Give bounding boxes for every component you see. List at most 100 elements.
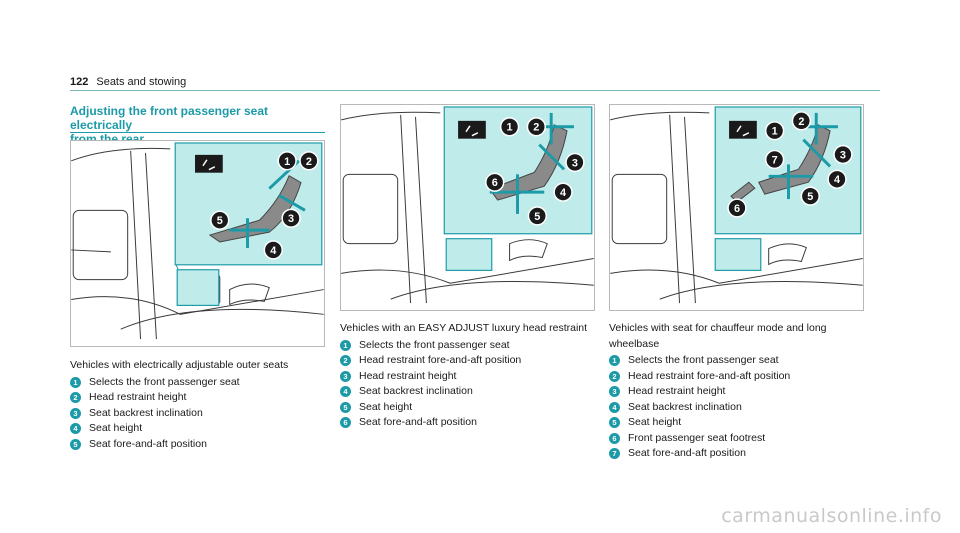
figure-callout-label: 7 [772,154,778,166]
callout-number-badge: 1 [70,376,81,388]
callout-number-badge: 7 [609,448,620,460]
callout-number-badge: 2 [340,355,351,367]
figure-callout: 3 [833,144,853,165]
legend-item-text: Seat fore-and-aft position [89,437,207,450]
header-divider [70,90,880,91]
figure-callout-label: 2 [306,156,312,168]
legend-item: 6 Seat fore-and-aft position [340,415,600,431]
figure-callout: 5 [210,210,230,230]
legend-item-text: Seat height [89,422,143,434]
legend-item-text: Seat height [628,416,682,428]
figure-callout-label: 3 [572,157,578,169]
callout-number-badge: 6 [609,432,620,444]
figure-callout-label: 5 [534,211,540,223]
caption-lead-continued: wheelbase [609,337,660,350]
legend-item-text: Seat backrest inclination [359,385,473,397]
figure-callout: 3 [281,208,301,228]
legend-item-text: Head restraint fore-and-aft position [359,354,522,366]
legend-item: 6 Front passenger seat footrest [609,431,869,447]
callout-number-badge: 5 [340,401,351,413]
legend-item-text: Selects the front passenger seat [89,375,240,388]
legend-item: 5 Seat fore-and-aft position [70,437,330,453]
figure-callout-label: 5 [807,191,813,203]
legend-item-text: Selects the front passenger seat [359,338,510,351]
section-title-line-1: Adjusting the front passenger seat elect… [70,104,269,132]
legend-item-text: Seat backrest inclination [628,400,742,413]
legend-item: 4 Seat backrest inclination [340,384,600,400]
figure-callout-label: 4 [270,245,276,257]
legend-item: 1 Selects the front passenger seat [70,375,330,391]
figure-callout: 4 [553,182,573,202]
door-panel-illustration-2: 1 2 3 4 5 6 [341,106,594,304]
figure-callout-label: 4 [834,174,840,186]
legend-item-text: Seat backrest inclination [89,406,203,419]
legend-item: 4 Seat height [70,421,330,437]
callout-number-badge: 6 [340,417,351,429]
figure-callout: 5 [527,206,547,226]
figure-chauffeur-mode: 1 2 3 4 5 6 7 [609,104,864,311]
figure-callout: 1 [277,151,297,171]
callout-number-badge: 2 [609,370,620,382]
legend-item-text: Head restraint height [628,385,726,397]
figure-callout: 6 [727,198,747,218]
legend-item-text: Head restraint height [89,391,187,403]
legend-item-text: Front passenger seat footrest [628,431,766,444]
figure-easy-adjust: 1 2 3 4 5 6 [340,104,595,311]
figure-callout-label: 1 [507,122,513,134]
callout-number-badge: 5 [609,417,620,429]
figure-callout-label: 3 [840,149,846,161]
figure-callout: 2 [791,111,812,131]
caption-lead: Vehicles with seat for chauffeur mode an… [609,322,827,334]
legend-item: 1 Selects the front passenger seat [609,353,869,369]
legend-item: 7 Seat fore-and-aft position [609,446,869,462]
figure-callout-label: 5 [217,215,223,227]
callout-number-badge: 4 [70,423,81,435]
figure-callout-label: 6 [734,203,740,215]
figure-callout: 1 [764,121,785,141]
figure-callout-label: 6 [492,177,498,189]
legend-item: 3 Head restraint height [340,369,600,385]
legend-item-text: Seat fore-and-aft position [628,447,746,459]
figure-callout-label: 1 [284,156,290,168]
figure-callout: 1 [499,117,520,137]
callout-number-badge: 5 [70,438,81,450]
caption-lead: Vehicles with electrically adjustable ou… [70,359,289,371]
callout-number-badge: 1 [340,339,351,351]
caption-lead: Vehicles with an EASY ADJUST luxury head… [340,322,588,334]
figure-callout-label: 3 [288,213,294,225]
legend-item: 3 Head restraint height [609,384,869,400]
callout-number-badge: 4 [340,386,351,398]
callout-number-badge: 3 [70,407,81,419]
legend-item-text: Seat fore-and-aft position [359,416,477,428]
legend-item: 2 Head restraint fore-and-aft position [609,369,869,385]
figure-callout: 6 [485,172,505,192]
legend-item-text: Seat height [359,400,413,413]
figure-callout: 7 [764,149,785,170]
figure-callout: 2 [526,117,546,137]
legend-item-text: Head restraint height [359,369,457,382]
callout-number-badge: 2 [70,392,81,404]
chapter-title: Seats and stowing [96,76,187,88]
figure-callout: 4 [827,169,847,189]
figure-callout: 5 [800,186,820,206]
page-header: 122 Seats and stowing [70,76,186,88]
legend-item-text: Selects the front passenger seat [628,354,779,366]
legend-item-text: Head restraint fore-and-aft position [628,369,791,382]
door-panel-illustration-1: 1 2 3 4 5 [71,142,324,340]
legend-item: 5 Seat height [609,415,869,431]
figure-callout-label: 1 [772,126,778,138]
figure-callout-label: 2 [798,116,804,128]
watermark: carmanualsonline.info [721,505,942,527]
callout-number-badge: 3 [340,370,351,382]
caption-easy-adjust: Vehicles with an EASY ADJUST luxury head… [340,321,600,431]
section-title-divider [70,132,325,133]
callout-number-badge: 1 [609,355,620,367]
figure-callout-label: 4 [560,187,566,199]
legend-item: 3 Seat backrest inclination [70,406,330,422]
callout-number-badge: 3 [609,386,620,398]
figure-callout: 3 [565,152,585,173]
legend-item: 2 Head restraint height [70,390,330,406]
